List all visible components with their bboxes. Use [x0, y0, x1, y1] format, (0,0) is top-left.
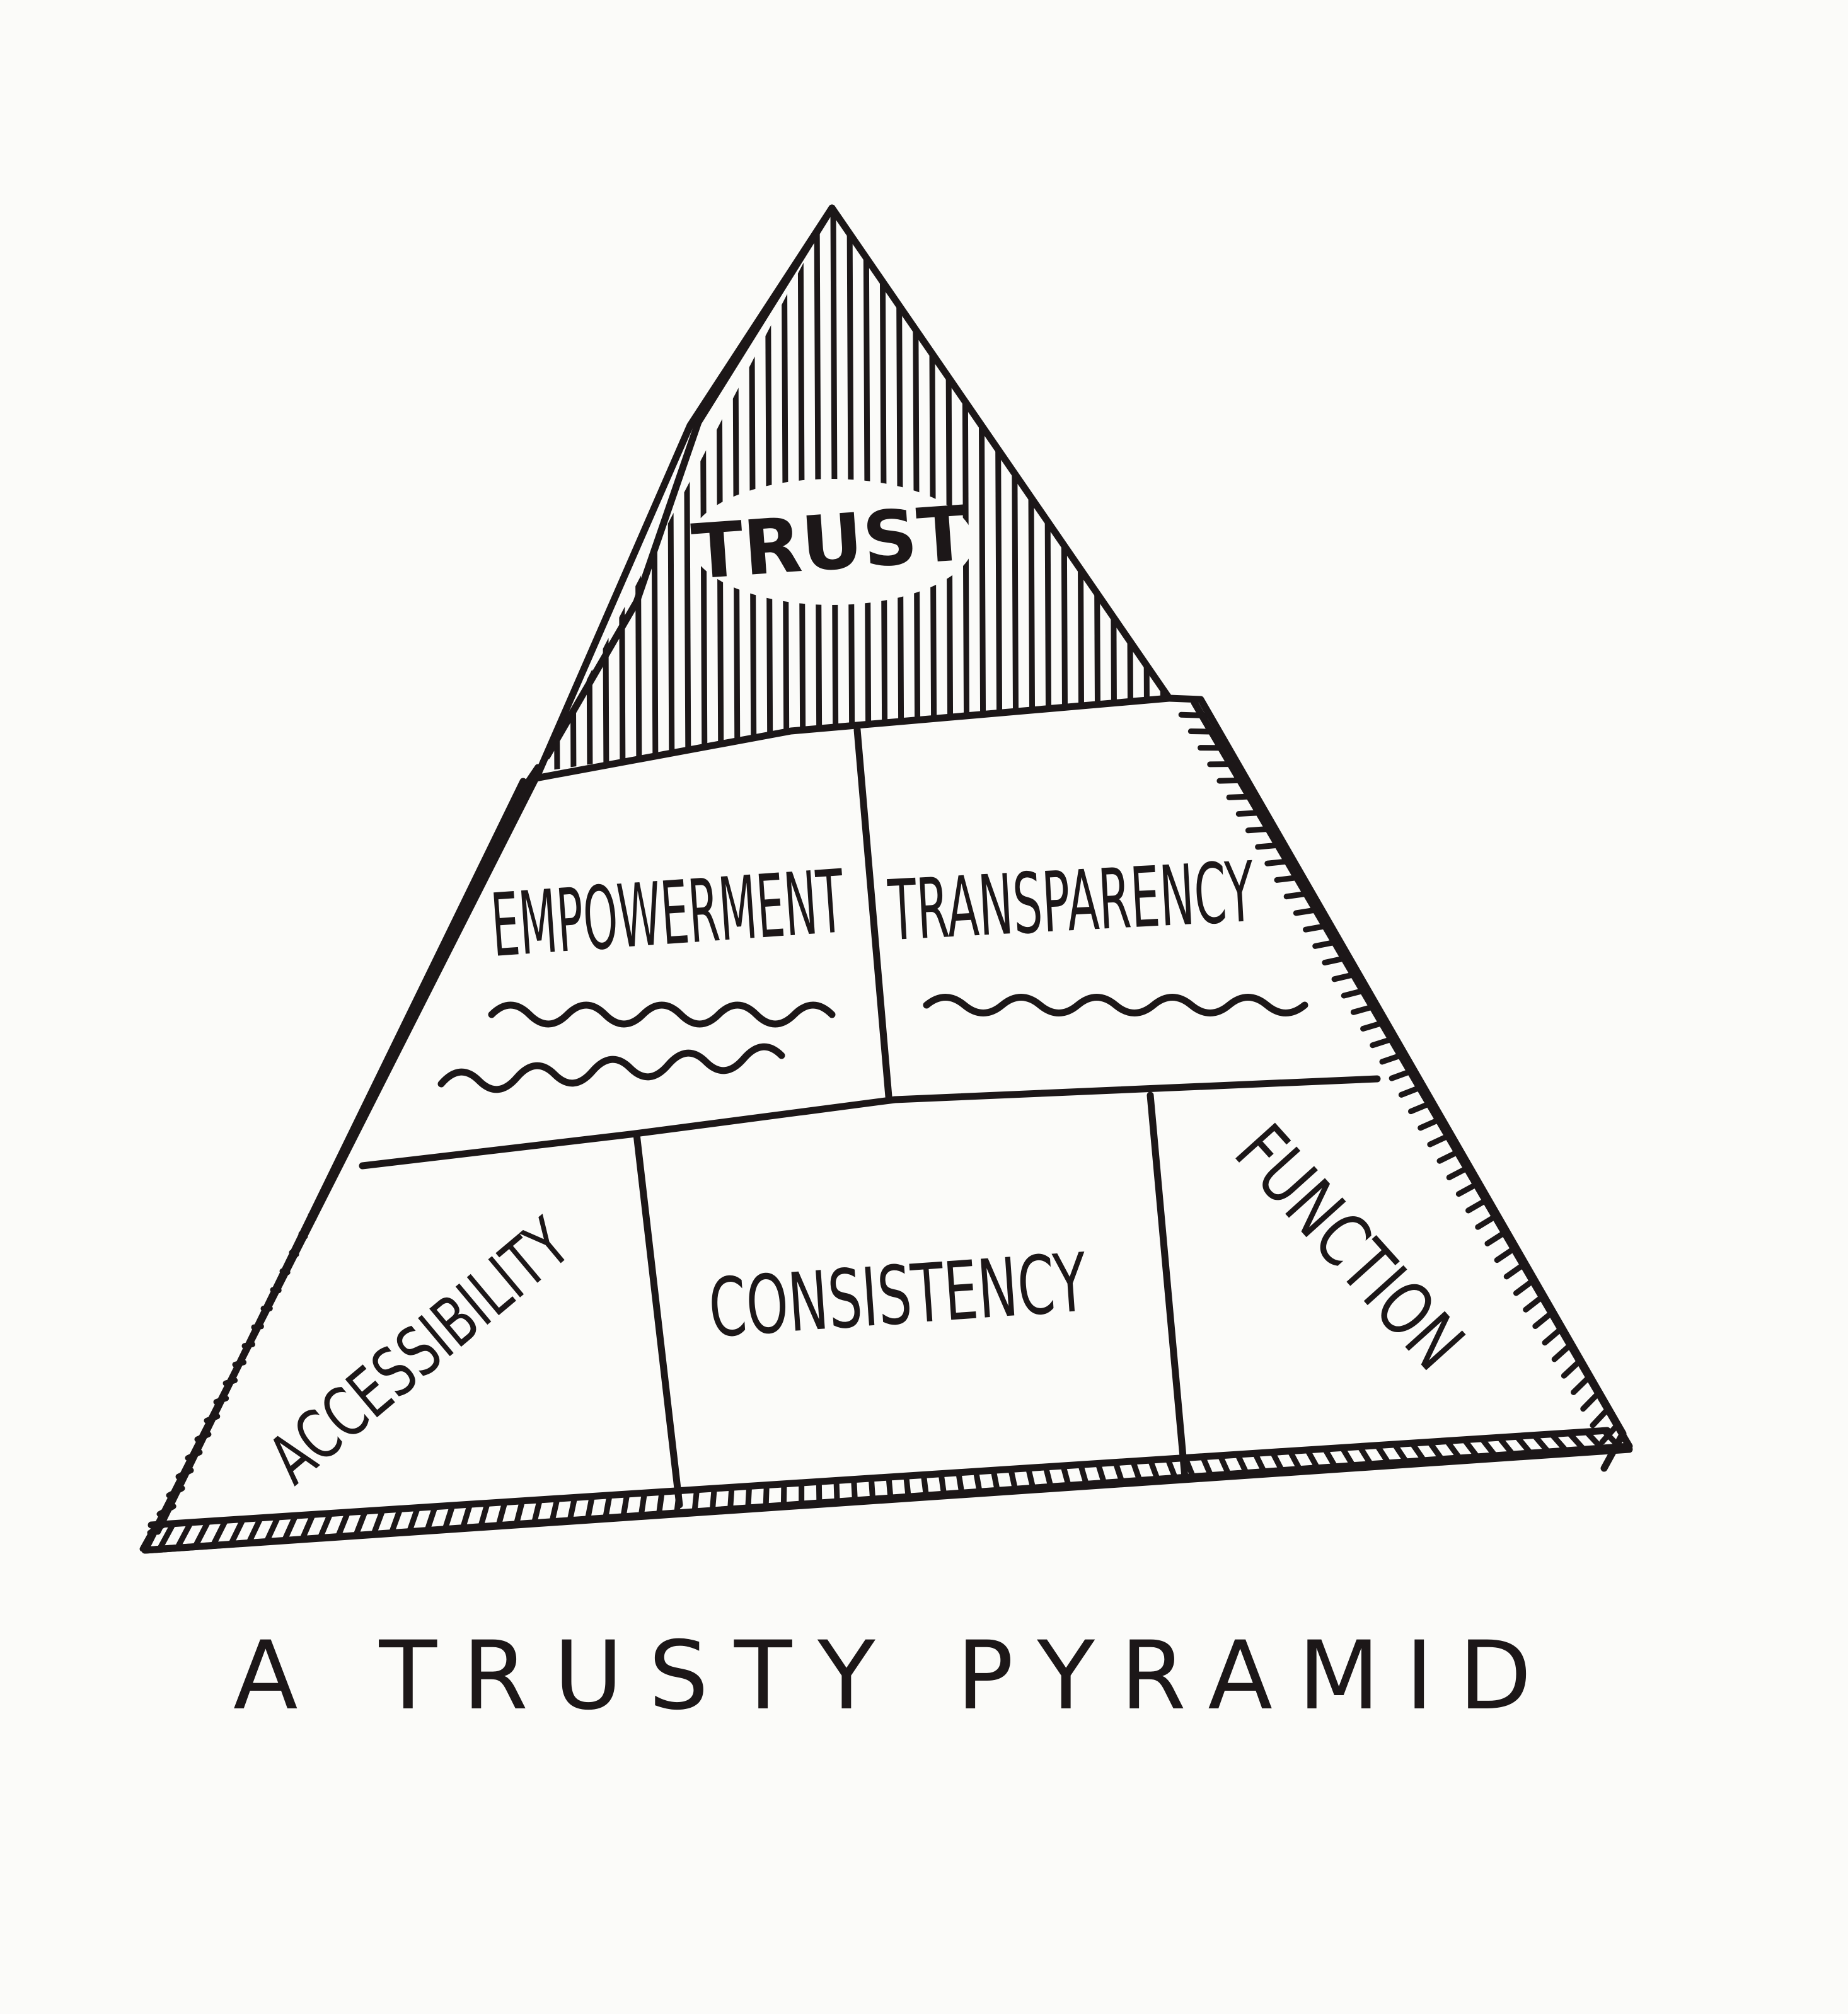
edge-hatch-stroke [521, 764, 541, 790]
bottom-vertical-divider-left [633, 1131, 683, 1509]
accessibility-label: ACCESSIBILITY [254, 1204, 585, 1499]
edge-hatch-stroke [157, 1522, 176, 1551]
hatch-stroke [633, 210, 642, 772]
edge-hatch-stroke [567, 1496, 577, 1523]
edge-hatch-stroke [1590, 1407, 1610, 1429]
edge-hatch-stroke [638, 1492, 647, 1518]
bottom-edge-inner [141, 1446, 1633, 1554]
edge-hatch-stroke [442, 1504, 455, 1531]
edge-hatch-stroke [1523, 1294, 1545, 1313]
left-edge-outer [154, 778, 527, 1535]
middle-divider [359, 1075, 1381, 1170]
edge-hatch-stroke [745, 1485, 752, 1511]
edge-hatch-stroke [460, 894, 475, 916]
edge-hatch-stroke [1571, 1374, 1591, 1395]
hatch-stroke [1043, 208, 1052, 772]
hatch-stroke [1109, 208, 1117, 772]
hatch-stroke [1141, 208, 1150, 772]
hatch-stroke [1092, 208, 1101, 772]
edge-hatch-stroke [175, 1521, 193, 1550]
apex-label: TRUST [689, 490, 972, 597]
edge-hatch-stroke [709, 1487, 717, 1514]
edge-hatch-stroke [495, 1500, 507, 1528]
edge-hatch-stroke [389, 1507, 403, 1535]
hatch-stroke [994, 208, 1003, 772]
hatch-stroke [732, 210, 741, 772]
edge-hatch-stroke [504, 801, 522, 826]
edge-hatch-stroke [656, 1490, 665, 1517]
edge-hatch-stroke [371, 1509, 385, 1536]
edge-hatch-stroke [513, 1499, 525, 1527]
apex-divider [532, 694, 1173, 782]
edge-hatch-stroke [620, 1492, 630, 1519]
edge-hatch-stroke [549, 1497, 560, 1524]
hatch-stroke [699, 208, 708, 772]
edge-hatch-stroke [211, 1519, 228, 1547]
edge-hatch-stroke [193, 1520, 211, 1548]
bottom-vertical-divider-right [1146, 1091, 1189, 1482]
trust-label-backing [690, 479, 974, 605]
hatch-stroke [552, 208, 560, 772]
edge-hatch-stroke [486, 839, 503, 861]
edge-hatch-stroke [477, 857, 494, 880]
hatch-stroke [683, 210, 691, 772]
edge-hatch-stroke [1580, 1391, 1601, 1412]
empowerment-squiggle-1 [488, 1001, 836, 1028]
transparency-label: TRANSPARENCY [886, 844, 1256, 960]
edge-hatch-stroke [495, 820, 512, 844]
apex-left-edge [543, 204, 836, 760]
edge-hatch-stroke [478, 1502, 490, 1529]
edge-hatch-stroke [1551, 1342, 1573, 1362]
edge-hatch-stroke [318, 1512, 333, 1540]
edge-hatch-stroke [460, 1503, 473, 1530]
edge-hatch-stroke [353, 1509, 368, 1538]
edge-hatch-stroke [451, 913, 465, 933]
edge-hatch-stroke [531, 1498, 543, 1526]
edge-hatch-stroke [691, 1488, 700, 1514]
edge-hatch-stroke [468, 876, 484, 897]
edge-hatch-stroke [282, 1514, 298, 1543]
bottom-edge-outer [147, 1427, 1611, 1529]
hatch-stroke [1060, 208, 1068, 772]
transparency-squiggle [923, 994, 1308, 1016]
empowerment-squiggle-2 [437, 1043, 785, 1093]
edge-hatch-stroke [264, 1515, 280, 1544]
edge-hatch-stroke [1561, 1359, 1582, 1379]
edge-hatch-stroke [299, 1513, 315, 1541]
edge-hatch-stroke [424, 1505, 438, 1533]
edge-hatch-stroke [335, 1510, 350, 1539]
edge-hatch-stroke [407, 1506, 420, 1534]
edge-hatch-stroke [603, 1493, 613, 1521]
hatch-stroke [1125, 210, 1134, 772]
hatch-stroke [978, 210, 986, 772]
empowerment-label: EMPOWERMENT [488, 851, 847, 977]
hatch-stroke [1010, 208, 1019, 772]
edge-hatch-stroke [727, 1486, 735, 1512]
edge-hatch-stroke [585, 1495, 595, 1522]
middle-vertical-divider [853, 726, 892, 1100]
consistency-label: CONSISTENCY [706, 1236, 1090, 1356]
diagram-caption: A TRUSTY PYRAMID [233, 1621, 1532, 1731]
edge-hatch-stroke [1532, 1310, 1554, 1330]
edge-hatch-stroke [1542, 1326, 1564, 1346]
hatch-stroke [650, 208, 659, 772]
hatch-stroke [601, 208, 609, 772]
edge-hatch-stroke [246, 1516, 263, 1545]
edge-hatch-stroke [512, 783, 531, 808]
edge-hatch-stroke [228, 1517, 246, 1546]
hatch-stroke [1076, 210, 1085, 772]
hatch-stroke [617, 208, 626, 772]
hatch-stroke [715, 208, 724, 772]
function-label: FUNCTION [1218, 1109, 1480, 1386]
